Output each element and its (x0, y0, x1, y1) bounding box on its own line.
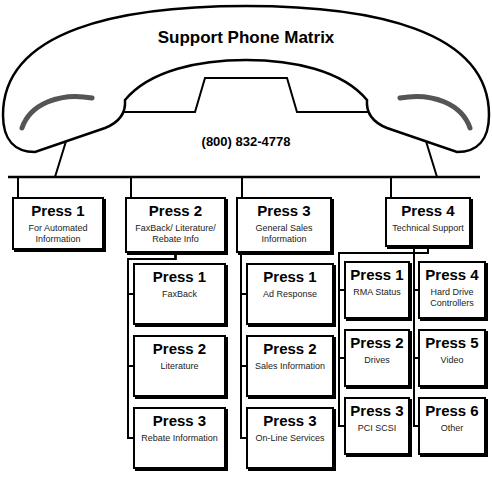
menu-label: Sales Information (255, 361, 325, 372)
menu-label: Rebate Information (141, 433, 218, 444)
menu-box: Press 2 Drives (344, 329, 410, 387)
drop-line (130, 177, 132, 197)
phone-number: (800) 832-4778 (166, 134, 326, 150)
menu-key: Press 2 (149, 202, 202, 219)
menu-key: Press 3 (263, 412, 316, 429)
menu-box: Press 4 Technical Support (385, 197, 471, 247)
drop-line (241, 177, 243, 197)
menu-box: Press 1 Ad Response (246, 263, 334, 325)
menu-label: RMA Status (353, 287, 401, 298)
menu-box: Press 1 FaxBack (133, 263, 226, 325)
menu-box: Press 1 For Automated Information (12, 197, 104, 250)
menu-label: General Sales Information (240, 223, 328, 244)
menu-key: Press 2 (263, 340, 316, 357)
menu-box: Press 3 General Sales Information (236, 197, 332, 253)
menu-box: Press 3 Rebate Information (133, 407, 226, 469)
handset-shade (22, 96, 92, 128)
handset-shade (400, 96, 470, 128)
menu-box: Press 2 FaxBack/ Literature/ Rebate Info (125, 197, 226, 253)
menu-box: Press 1 RMA Status (344, 261, 410, 319)
menu-key: Press 6 (425, 402, 478, 419)
menu-box: Press 3 On-Line Services (246, 407, 334, 469)
menu-key: Press 1 (153, 268, 206, 285)
menu-key: Press 4 (425, 266, 478, 283)
trunk-bar (8, 176, 480, 179)
menu-key: Press 4 (401, 202, 454, 219)
diagram-title: Support Phone Matrix (136, 28, 356, 48)
menu-label: FaxBack (162, 289, 197, 300)
menu-key: Press 2 (153, 340, 206, 357)
menu-key: Press 3 (153, 412, 206, 429)
menu-key: Press 1 (350, 266, 403, 283)
menu-label: Technical Support (392, 223, 464, 234)
menu-key: Press 2 (350, 334, 403, 351)
menu-label: Drives (364, 355, 390, 366)
menu-label: On-Line Services (255, 433, 324, 444)
menu-key: Press 1 (263, 268, 316, 285)
menu-key: Press 5 (425, 334, 478, 351)
menu-box: Press 4 Hard Drive Controllers (418, 261, 486, 319)
drop-line (390, 177, 392, 197)
menu-label: For Automated Information (16, 223, 100, 244)
menu-box: Press 5 Video (418, 329, 486, 387)
menu-label: Hard Drive Controllers (422, 287, 482, 308)
menu-box: Press 3 PCI SCSI (344, 397, 410, 455)
menu-label: Video (441, 355, 464, 366)
menu-label: Literature (160, 361, 198, 372)
menu-box: Press 2 Sales Information (246, 335, 334, 397)
menu-key: Press 1 (31, 202, 84, 219)
menu-key: Press 3 (257, 202, 310, 219)
menu-box: Press 6 Other (418, 397, 486, 455)
menu-label: Ad Response (263, 289, 317, 300)
drop-line (17, 177, 19, 197)
menu-key: Press 3 (350, 402, 403, 419)
menu-box: Press 2 Literature (133, 335, 226, 397)
menu-label: PCI SCSI (358, 423, 397, 434)
phone-handset (3, 6, 489, 152)
menu-label: FaxBack/ Literature/ Rebate Info (129, 223, 222, 244)
menu-label: Other (441, 423, 464, 434)
